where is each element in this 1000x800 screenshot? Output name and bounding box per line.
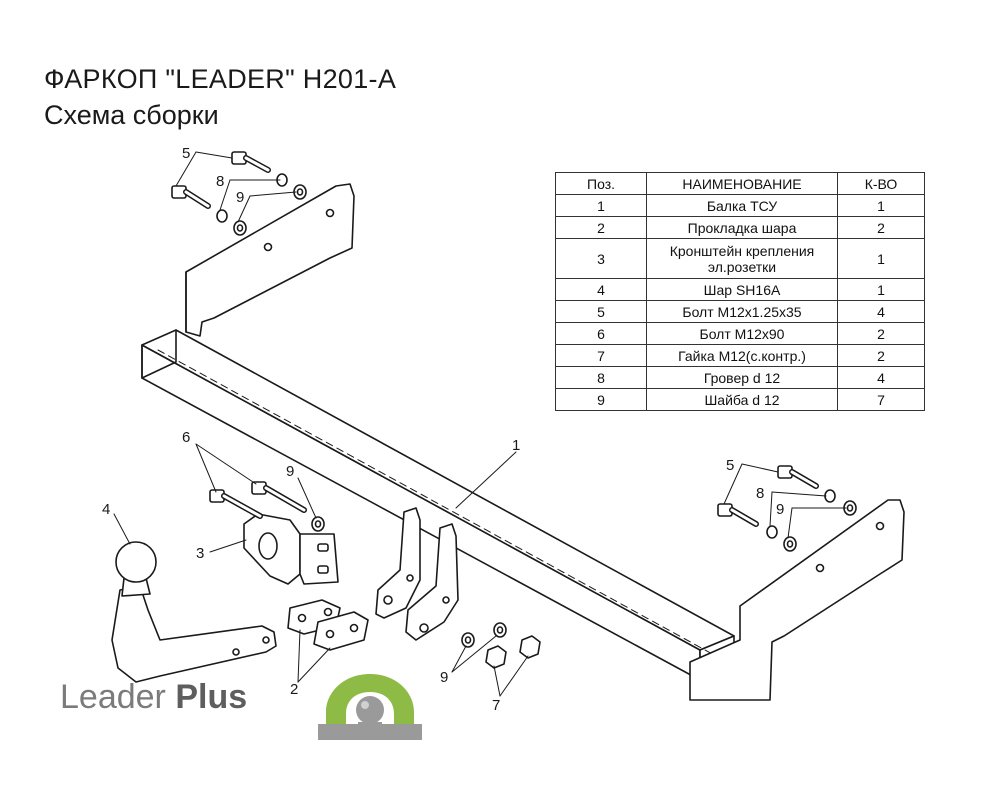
callout-2: 2 — [290, 681, 298, 698]
cell-qty: 2 — [837, 344, 925, 367]
table-row: 2 Прокладка шара 2 — [555, 216, 925, 239]
cell-pos: 5 — [555, 300, 647, 323]
table-row: 7 Гайка М12(с.контр.) 2 — [555, 344, 925, 367]
table-row: 1 Балка ТСУ 1 — [555, 194, 925, 217]
cell-qty: 1 — [837, 278, 925, 301]
callout-9-right: 9 — [776, 501, 784, 518]
callout-8-right: 8 — [756, 485, 764, 502]
callout-5-left: 5 — [182, 145, 190, 162]
diagram-title: ФАРКОП "LEADER" H201-A — [44, 64, 397, 94]
parts-table: Поз. НАИМЕНОВАНИЕ К-ВО 1 Балка ТСУ 1 2 П… — [555, 172, 925, 411]
cell-pos: 6 — [555, 322, 647, 345]
cell-name: Балка ТСУ — [646, 194, 838, 217]
table-row: 9 Шайба d 12 7 — [555, 388, 925, 411]
col-header-qty: К-ВО — [837, 172, 925, 195]
cell-qty: 2 — [837, 216, 925, 239]
callout-9-middle: 9 — [286, 463, 294, 480]
cell-qty: 1 — [837, 194, 925, 217]
brand-word-plus: Plus — [175, 678, 248, 716]
fasteners-bottom — [461, 622, 541, 669]
callout-9-left: 9 — [236, 189, 244, 206]
cell-pos: 2 — [555, 216, 647, 239]
cell-name-line1: Кронштейн крепления — [669, 242, 815, 259]
callout-3: 3 — [196, 545, 204, 562]
callout-9-bottom: 9 — [440, 669, 448, 686]
col-header-pos: Поз. — [555, 172, 647, 195]
ball-spacer-plates — [287, 599, 369, 651]
cell-pos: 3 — [555, 238, 647, 279]
cell-pos: 8 — [555, 366, 647, 389]
leader-lines — [113, 151, 847, 697]
callout-5-right: 5 — [726, 457, 734, 474]
callout-4: 4 — [102, 501, 110, 518]
callout-1: 1 — [512, 437, 520, 454]
fasteners-m12x90 — [209, 481, 325, 532]
tow-ball — [111, 541, 277, 683]
cell-name: Кронштейн крепления эл.розетки — [646, 238, 838, 279]
cell-name-line2: эл.розетки — [707, 258, 777, 275]
cell-qty: 1 — [837, 238, 925, 279]
callout-7: 7 — [492, 697, 500, 714]
table-row: 6 Болт М12х90 2 — [555, 322, 925, 345]
right-mounting-bracket — [689, 499, 905, 701]
cell-name: Болт М12х1.25х35 — [646, 300, 838, 323]
callout-8-left: 8 — [216, 173, 224, 190]
cell-name: Шар SH16A — [646, 278, 838, 301]
table-row: 5 Болт М12х1.25х35 4 — [555, 300, 925, 323]
cell-name: Гайка М12(с.контр.) — [646, 344, 838, 367]
fasteners-upper-left — [171, 151, 307, 236]
callout-6: 6 — [182, 429, 190, 446]
cell-qty: 4 — [837, 366, 925, 389]
socket-bracket — [243, 513, 339, 585]
table-row: 8 Гровер d 12 4 — [555, 366, 925, 389]
table-row: 4 Шар SH16A 1 — [555, 278, 925, 301]
cell-pos: 1 — [555, 194, 647, 217]
cell-qty: 4 — [837, 300, 925, 323]
cell-pos: 7 — [555, 344, 647, 367]
brand-wordmark: Leader Plus — [60, 678, 247, 717]
cell-qty: 7 — [837, 388, 925, 411]
brand-word-leader: Leader — [60, 678, 166, 716]
table-header-row: Поз. НАИМЕНОВАНИЕ К-ВО — [555, 172, 925, 195]
ball-mount-plates — [375, 507, 459, 641]
fasteners-right — [717, 465, 857, 552]
col-header-name: НАИМЕНОВАНИЕ — [646, 172, 838, 195]
cell-name: Прокладка шара — [646, 216, 838, 239]
cell-pos: 9 — [555, 388, 647, 411]
cell-name: Шайба d 12 — [646, 388, 838, 411]
omega-logo-icon — [318, 674, 422, 740]
cell-qty: 2 — [837, 322, 925, 345]
left-mounting-bracket — [185, 183, 355, 337]
diagram-subtitle: Схема сборки — [44, 100, 219, 130]
cell-pos: 4 — [555, 278, 647, 301]
cell-name: Гровер d 12 — [646, 366, 838, 389]
cell-name: Болт М12х90 — [646, 322, 838, 345]
table-row: 3 Кронштейн крепления эл.розетки 1 — [555, 238, 925, 279]
